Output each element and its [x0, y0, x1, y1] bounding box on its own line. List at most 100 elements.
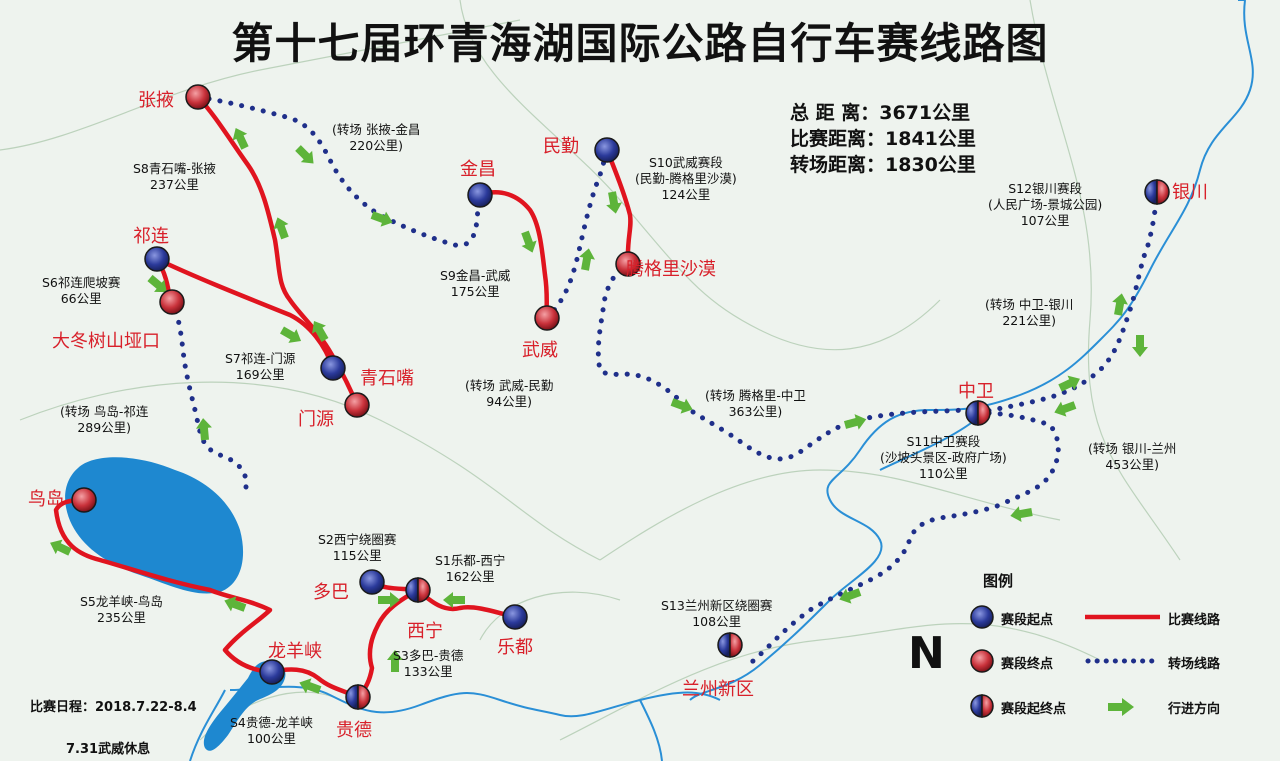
map-title: 第十七届环青海湖国际公路自行车赛线路图 [231, 19, 1049, 68]
direction-arrow [295, 145, 314, 164]
distance-stats: 总 距 离：3671公里 比赛距离：1841公里 转场距离：1830公里 [790, 100, 976, 178]
marker-yinchuan [1144, 179, 1170, 205]
city-guide: 贵德 [336, 720, 372, 741]
legend-arrow-icon [1108, 698, 1134, 716]
city-longyangxia: 龙羊峡 [268, 641, 322, 662]
marker-dadongshu [159, 289, 185, 315]
direction-arrow [387, 650, 403, 672]
direction-arrow [224, 596, 247, 612]
route-s7 [154, 256, 336, 371]
direction-arrow [1010, 506, 1033, 522]
city-dadongshu: 大冬树山垭口 [52, 331, 160, 352]
direction-arrow [579, 248, 595, 271]
direction-arrow [280, 326, 302, 343]
city-markers [71, 84, 1170, 718]
city-zhangye: 张掖 [138, 90, 174, 111]
city-jinchang: 金昌 [460, 159, 496, 180]
race-distance-label: 比赛距离： [790, 128, 886, 150]
transfer-nd-ql [170, 300, 249, 490]
city-wuwei: 武威 [522, 340, 558, 361]
legend-both-label: 赛段起终点 [1001, 702, 1067, 717]
transfer-zy-jc [195, 94, 481, 248]
marker-lanzhou [717, 632, 743, 658]
direction-arrow [1132, 335, 1148, 357]
longyangxia-reservoir [203, 660, 286, 751]
direction-arrow [50, 539, 72, 556]
transfer-ww-mq [544, 147, 610, 321]
city-lanzhou: 兰州新区 [682, 679, 754, 700]
marker-xining [405, 577, 431, 603]
direction-arrow [195, 418, 212, 441]
marker-duoba [359, 569, 385, 595]
route-s3 [355, 587, 421, 700]
city-niaodao: 鸟岛 [28, 489, 64, 510]
city-zhongwei: 中卫 [958, 381, 994, 402]
schedule-note: 比赛日程：2018.7.22-8.4 [30, 700, 197, 715]
direction-arrow [232, 128, 249, 150]
route-s9 [477, 190, 550, 321]
city-menyuan: 门源 [298, 409, 334, 430]
legend-both-icon [970, 694, 994, 718]
city-yinchuan: 银川 [1172, 182, 1208, 203]
marker-zhongwei [965, 400, 991, 426]
transfer-tg-zw [595, 259, 981, 462]
label-s10: S10武威赛段(民勤-腾格里沙漠)124公里 [635, 155, 737, 202]
route-s8 [195, 94, 360, 408]
marker-guide [345, 684, 371, 710]
province-borders [0, 0, 1181, 741]
direction-arrow [299, 678, 322, 694]
direction-arrow [670, 398, 693, 414]
legend-direction-label: 行进方向 [1168, 702, 1221, 717]
route-s10 [604, 147, 633, 265]
direction-arrow [312, 320, 329, 342]
legend-title: 图例 [983, 572, 1014, 590]
marker-niaodao [71, 487, 97, 513]
total-distance-label: 总 距 离： [790, 102, 880, 124]
direction-arrow [443, 592, 465, 608]
marker-menyuan [344, 392, 370, 418]
city-xining: 西宁 [407, 621, 443, 642]
transfer-distance-label: 转场距离： [790, 154, 886, 176]
route-s4 [267, 667, 361, 700]
direction-arrow [378, 592, 400, 608]
city-ledu: 乐都 [497, 637, 533, 658]
transfer-routes [170, 94, 1160, 671]
race-routes [53, 94, 633, 700]
direction-arrow [1054, 401, 1077, 417]
label-s12: S12银川赛段(人民广场-景城公园)107公里 [988, 181, 1103, 228]
direction-arrow [147, 274, 167, 293]
direction-arrow [370, 211, 393, 227]
legend-transfer-line-label: 转场线路 [1168, 657, 1221, 672]
city-duoba: 多巴 [313, 582, 349, 603]
legend-end-label: 赛段终点 [1001, 657, 1054, 672]
direction-arrows [50, 128, 1148, 694]
race-distance-value: 1841公里 [885, 128, 976, 150]
direction-arrow [839, 588, 862, 604]
direction-arrow [1112, 293, 1128, 316]
marker-jinchang [467, 182, 493, 208]
city-minqin: 民勤 [543, 136, 579, 157]
total-distance-value: 3671公里 [879, 102, 971, 124]
direction-arrow [1058, 375, 1080, 392]
city-qilian: 祁连 [133, 226, 169, 247]
direction-arrow [606, 191, 622, 214]
marker-qingshizui [320, 355, 346, 381]
marker-qilian [144, 246, 170, 272]
marker-longyangxia [259, 659, 285, 685]
direction-arrow [843, 414, 867, 430]
direction-arrow [521, 230, 537, 253]
marker-minqin [594, 137, 620, 163]
label-s11: S11中卫赛段(沙坡头景区-政府广场)110公里 [880, 434, 1007, 481]
marker-tenggeli [615, 251, 641, 277]
